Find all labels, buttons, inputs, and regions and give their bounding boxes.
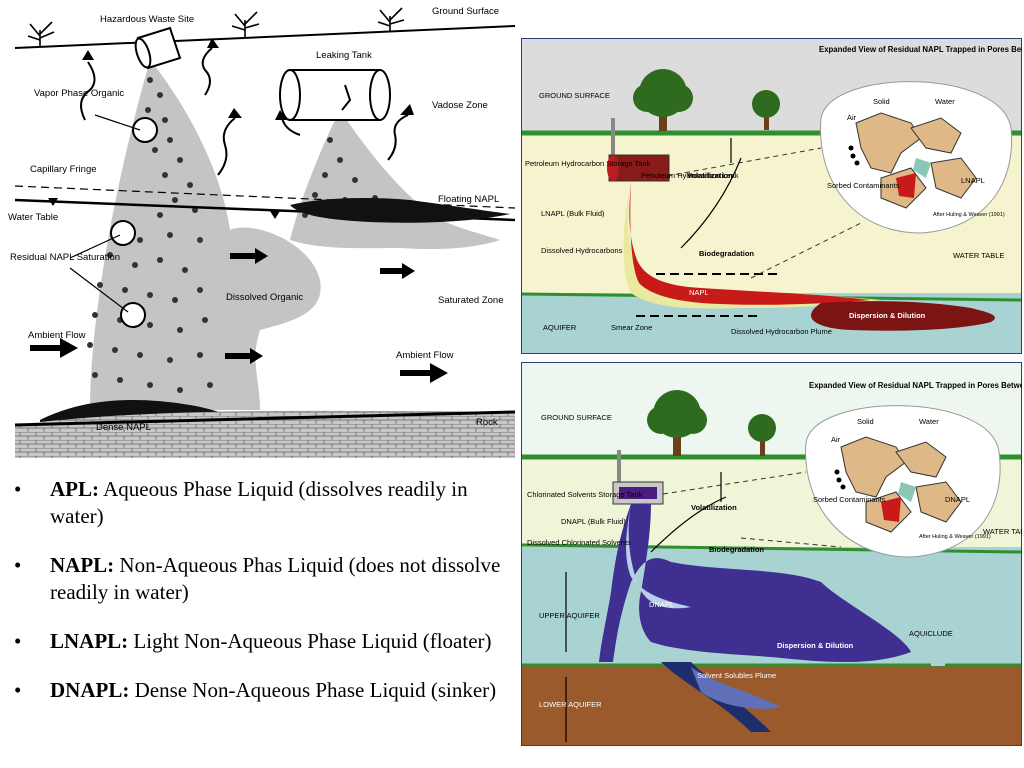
lnapl-sorbed-label: Sorbed Contaminants [827, 181, 900, 190]
lnapl-dispersion-label: Dispersion & Dilution [849, 311, 926, 320]
bullet-marker: • [14, 553, 22, 577]
dnapl-water-label: Water [919, 417, 939, 426]
bullet-marker: • [14, 477, 22, 501]
storage-tank-icon [612, 450, 664, 505]
lnapl-air-label: Air [847, 113, 857, 122]
dnapl-upper-aquifer-label: UPPER AQUIFER [539, 611, 600, 620]
dnapl-solvent-plume-label: Solvent Solubles Plume [697, 671, 776, 680]
label-leaking-tank: Leaking Tank [316, 50, 372, 61]
leaking-tank-icon [279, 69, 391, 121]
label-ground-surface: Ground Surface [432, 6, 499, 17]
definition-item-lnapl: • LNAPL: Light Non-Aqueous Phase Liquid … [8, 628, 513, 655]
label-ambient-flow-left: Ambient Flow [28, 330, 86, 341]
definition-text: Non-Aqueous Phas Liquid (does not dissol… [50, 553, 501, 604]
dnapl-water-table-label: WATER TABLE [983, 527, 1022, 536]
dnapl-dissolved-label: Dissolved Chlorinated Solvents [527, 538, 631, 547]
label-rock: Rock [476, 417, 498, 428]
definition-item-napl: • NAPL: Non-Aqueous Phas Liquid (does no… [8, 552, 513, 606]
lnapl-expanded-view-title: Expanded View of Residual NAPL Trapped i… [819, 45, 1022, 54]
dnapl-air-label: Air [831, 435, 841, 444]
lnapl-smear-zone-label: Smear Zone [611, 323, 652, 332]
lnapl-bulk-label: LNAPL (Bulk Fluid) [541, 209, 605, 218]
lnapl-aquifer-label: AQUIFER [543, 323, 577, 332]
dnapl-aquiclude-label: AQUICLUDE [909, 629, 953, 638]
lnapl-lnapl-label: LNAPL [961, 176, 985, 185]
lnapl-plume-label: Dissolved Hydrocarbon Plume [731, 327, 832, 336]
water-table-marker-icon [270, 211, 280, 219]
label-floating-napl: Floating NAPL [438, 194, 499, 205]
definition-text: Dense Non-Aqueous Phase Liquid (sinker) [129, 678, 497, 702]
lnapl-tank-label: Petroleum Hydrocarbon Storage Tank [525, 159, 651, 168]
water-table-marker-icon [48, 198, 58, 206]
dnapl-tank-label: Chlorinated Solvents Storage Tank [527, 490, 643, 499]
flow-arrow-icon [30, 248, 448, 383]
bullet-marker: • [14, 678, 22, 702]
contamination-cross-section-diagram: Hazardous Waste Site Ground Surface Leak… [0, 0, 520, 458]
lnapl-volatilization-label: Volatilization [687, 171, 733, 180]
shrub-icon [27, 7, 405, 46]
expanded-view-inset [805, 405, 1001, 558]
dnapl-dnapl-plume-label: DNAPL [649, 600, 674, 609]
bullet-marker: • [14, 629, 22, 653]
expanded-view-inset [820, 81, 1013, 234]
lnapl-citation: After Huling & Weaver (1991) [933, 212, 1005, 218]
lnapl-water-table-label: WATER TABLE [953, 251, 1004, 260]
tree-icon [633, 69, 780, 131]
lnapl-leak-label: Petroleum Hydrocarbon Leak [641, 171, 739, 180]
vapor-arrow-icon [80, 47, 409, 176]
lnapl-biodegradation-label: Biodegradation [699, 249, 754, 258]
definition-text: Light Non-Aqueous Phase Liquid (floater) [128, 629, 492, 653]
definition-term: DNAPL: [50, 678, 130, 702]
dnapl-ground-surface-label: GROUND SURFACE [541, 413, 612, 422]
label-saturated-zone: Saturated Zone [438, 295, 504, 306]
label-residual-napl-saturation: Residual NAPL Saturation [10, 252, 120, 263]
label-capillary-fringe: Capillary Fringe [30, 164, 97, 175]
lnapl-water-label: Water [935, 97, 955, 106]
dnapl-biodegradation-label: Biodegradation [709, 545, 764, 554]
dnapl-expanded-view-title: Expanded View of Residual NAPL Trapped i… [809, 381, 1022, 390]
label-hazardous-waste-site: Hazardous Waste Site [100, 14, 194, 25]
label-dissolved-organic: Dissolved Organic [226, 292, 303, 303]
dnapl-solid-label: Solid [857, 417, 874, 426]
dnapl-dispersion-label: Dispersion & Dilution [777, 641, 854, 650]
label-ambient-flow-right: Ambient Flow [396, 350, 454, 361]
tree-icon [647, 390, 776, 456]
definition-item-dnapl: • DNAPL: Dense Non-Aqueous Phase Liquid … [8, 677, 513, 704]
dnapl-sorbed-label: Sorbed Contaminants [813, 495, 886, 504]
waste-barrel-icon [134, 26, 182, 70]
label-dense-napl: Dense NAPL [96, 422, 151, 433]
storage-tank-icon [607, 118, 670, 182]
definition-list: • APL: Aqueous Phase Liquid (dissolves r… [8, 476, 513, 726]
lnapl-solid-label: Solid [873, 97, 890, 106]
dnapl-volatilization-label: Volatilization [691, 503, 737, 512]
dnapl-lower-aquifer-label: LOWER AQUIFER [539, 700, 602, 709]
lnapl-ground-surface-label: GROUND SURFACE [539, 91, 610, 100]
dnapl-bulk-label: DNAPL (Bulk Fluid) [561, 517, 626, 526]
definition-text: Aqueous Phase Liquid (dissolves readily … [50, 477, 468, 528]
dnapl-diagram: GROUND SURFACE Expanded View of Residual… [521, 362, 1022, 746]
definition-term: NAPL: [50, 553, 115, 577]
residual-napl-circle-icon [110, 117, 158, 328]
residual-napl-dots [87, 77, 378, 393]
definition-item-apl: • APL: Aqueous Phase Liquid (dissolves r… [8, 476, 513, 530]
definition-term: APL: [50, 477, 99, 501]
definition-term: LNAPL: [50, 629, 129, 653]
lnapl-dissolved-label: Dissolved Hydrocarbons [541, 246, 623, 255]
lnapl-diagram: GROUND SURFACE Expanded View of Residual… [521, 38, 1022, 354]
lnapl-napl-label: NAPL [689, 288, 709, 297]
label-water-table: Water Table [8, 212, 58, 223]
dnapl-dnapl-label: DNAPL [945, 495, 970, 504]
label-vapor-phase-organic: Vapor Phase Organic [34, 88, 124, 99]
dnapl-citation: After Huling & Weaver (1991) [919, 534, 991, 540]
label-vadose-zone: Vadose Zone [432, 100, 488, 111]
